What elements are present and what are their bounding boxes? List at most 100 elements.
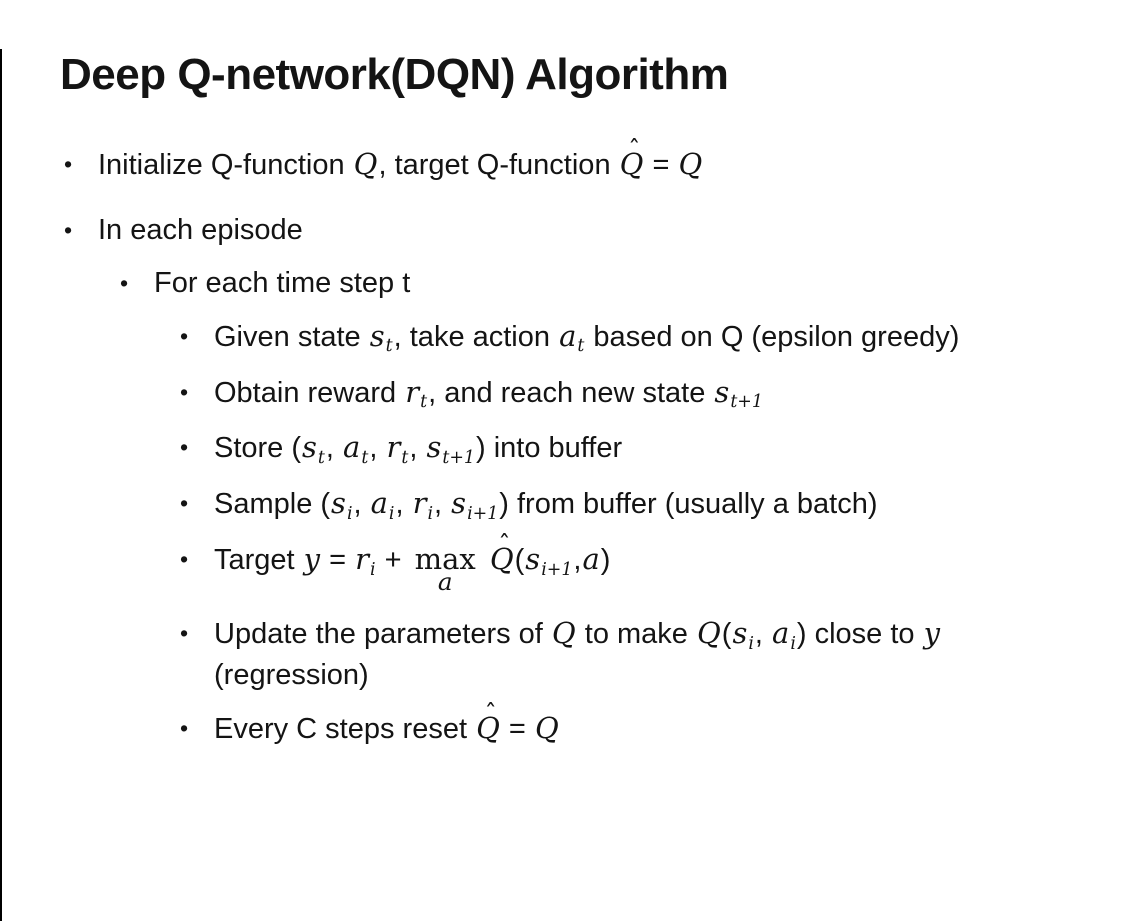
math-segment: s: [426, 430, 442, 465]
text-segment: +: [376, 544, 410, 577]
text-segment: [481, 544, 489, 576]
bullet-text: Initialize Q-function Q, target Q-functi…: [98, 135, 1086, 185]
list-item: •Obtain reward rt, and reach new state s…: [0, 373, 1124, 415]
bullet-list: •Initialize Q-function Q, target Q-funct…: [0, 135, 1124, 749]
text-segment: ,: [395, 488, 412, 521]
math-segment: i+1: [467, 503, 499, 524]
slide-title: Deep Q-network(DQN) Algorithm: [60, 50, 729, 99]
bullet-text: Sample (si, ai, ri, si+1) from buffer (u…: [214, 484, 1086, 526]
math-segment: i: [370, 559, 376, 580]
math-segment: a: [582, 542, 600, 577]
math-segment: s: [732, 616, 748, 651]
math-segment: t: [577, 336, 585, 357]
math-segment: Q: [678, 146, 703, 181]
math-segment: Q: [534, 710, 559, 745]
bullet-text: Given state st, take action at based on …: [214, 317, 1086, 359]
slide: Deep Q-network(DQN) Algorithm • Initializ…: [0, 49, 1124, 921]
list-item: • Store (st, at, rt, st+1) into buffer: [0, 428, 1124, 470]
math-segment: t+1: [730, 392, 763, 413]
text-segment: For each time step t: [154, 266, 411, 299]
math-segment: t: [361, 448, 369, 469]
math-segment: r: [412, 486, 427, 521]
text-segment: Obtain reward: [214, 376, 405, 409]
bullet-glyph: •: [180, 490, 189, 517]
text-segment: ,: [434, 488, 451, 521]
math-segment: Q: [696, 616, 721, 651]
text-segment: (regression): [214, 658, 369, 691]
text-segment: , and reach new state: [428, 376, 714, 409]
math-segment: s: [525, 542, 541, 577]
math-segment: s: [369, 318, 385, 353]
text-segment: , target Q-function: [378, 148, 619, 181]
text-segment: Update the parameters of: [214, 618, 551, 651]
math-segment: i: [427, 503, 434, 524]
text-segment: ) into buffer: [475, 432, 623, 465]
math-segment: y: [303, 542, 321, 577]
text-segment: ,: [573, 544, 582, 577]
text-segment: In each episode: [98, 213, 303, 246]
math-segment: t: [420, 392, 428, 413]
math-segment: r: [355, 542, 369, 577]
text-segment: ,: [409, 432, 426, 465]
text-segment: Sample (: [214, 488, 331, 521]
text-segment: ,: [325, 432, 343, 465]
math-segment: y: [923, 616, 940, 651]
text-segment: ): [600, 544, 611, 577]
text-segment: (: [721, 618, 732, 651]
math-segment: i: [790, 633, 796, 654]
list-item: •Initialize Q-function Q, target Q-funct…: [0, 135, 1124, 185]
text-segment: ,: [369, 432, 386, 465]
bullet-glyph: •: [180, 434, 189, 461]
list-item: •Given state st, take action at based on…: [0, 317, 1124, 359]
math-segment: a: [343, 430, 361, 465]
math-segment: s: [714, 374, 730, 409]
bullet-text: Update the parameters of Q to make Q(si,…: [214, 614, 1086, 695]
bullet-glyph: •: [64, 150, 73, 177]
bullet-glyph: •: [180, 714, 189, 741]
text-segment: Given state: [214, 320, 369, 353]
text-segment: (: [514, 544, 525, 577]
bullet-text: Store (st, at, rt, st+1) into buffer: [214, 428, 1086, 470]
list-item: •Update the parameters of Q to make Q(si…: [0, 614, 1124, 695]
math-segment: s: [302, 430, 317, 465]
list-item: •In each episode: [0, 211, 1124, 250]
math-segment: Q: [353, 146, 378, 181]
bullet-glyph: •: [180, 546, 189, 573]
bullet-glyph: •: [180, 378, 189, 405]
math-segment: r: [386, 430, 401, 465]
text-segment: =: [500, 712, 534, 745]
text-segment: =: [644, 148, 678, 181]
text-segment: ,: [353, 488, 370, 521]
math-segment: s: [331, 486, 346, 521]
bullet-text: In each episode: [98, 211, 1086, 250]
bullet-text: For each time step t: [154, 264, 1086, 303]
bullet-glyph: •: [180, 620, 189, 647]
math-segment: t: [401, 448, 409, 469]
math-segment: Q: [551, 616, 576, 651]
text-segment: based on Q (epsilon greedy): [585, 320, 960, 353]
text-segment: to make: [576, 618, 696, 651]
math-segment: a: [559, 318, 577, 353]
bullet-glyph: •: [180, 322, 189, 349]
math-segment: t: [385, 336, 393, 357]
math-segment: i: [388, 503, 395, 524]
text-segment: ) close to: [796, 618, 923, 651]
bullet-glyph: •: [120, 269, 129, 296]
slide-left-border: [0, 49, 2, 921]
text-segment: Initialize Q-function: [98, 148, 353, 181]
bullet-text: Obtain reward rt, and reach new state st…: [214, 373, 1086, 415]
math-segment: i: [346, 503, 353, 524]
list-item: •Sample (si, ai, ri, si+1) from buffer (…: [0, 484, 1124, 526]
math-segment: t: [317, 448, 325, 469]
text-segment: ,: [754, 618, 772, 651]
math-segment: i+1: [541, 559, 573, 580]
text-segment: , take action: [393, 320, 559, 353]
